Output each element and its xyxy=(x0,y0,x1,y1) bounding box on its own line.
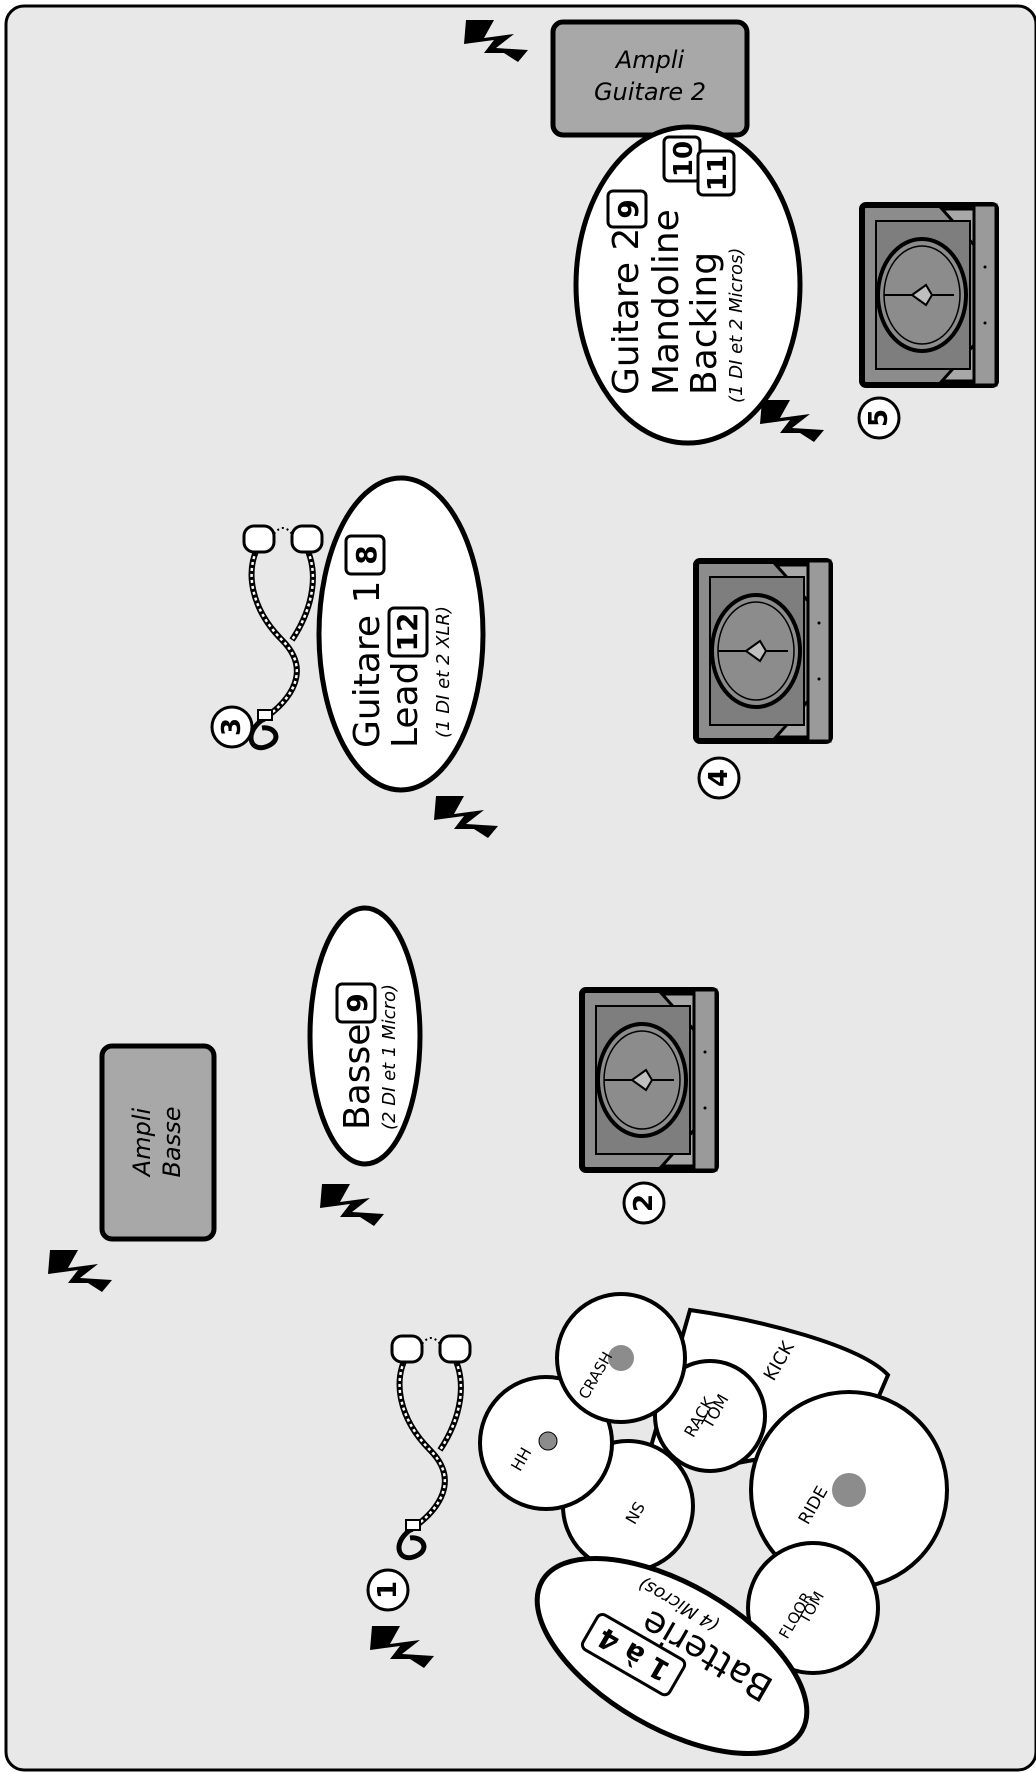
monitor-marker-1: 1 xyxy=(366,1568,410,1612)
guitar2-bubble-channel-2: 10 xyxy=(669,141,699,177)
hi-hat-cymbal: HH xyxy=(478,1375,614,1511)
svg-text:3: 3 xyxy=(217,718,247,736)
svg-text:1: 1 xyxy=(373,1581,403,1599)
monitor-marker-5: 5 xyxy=(857,396,901,440)
guitar2-bubble-note: (1 DI et 2 Micros) xyxy=(726,248,747,403)
wedge-monitor-icon-4 xyxy=(696,561,830,741)
wedge-monitor-icon-5 xyxy=(862,205,996,385)
svg-text:4: 4 xyxy=(704,769,734,787)
bass-bubble-note: (2 DI et 1 Micro) xyxy=(379,984,400,1130)
svg-text:2: 2 xyxy=(629,1194,659,1212)
guitar2-amp-label-2: Guitare 2 xyxy=(594,78,706,106)
bass-bubble-channel: 9 xyxy=(341,993,374,1012)
guitar2-amp-label-1: Ampli xyxy=(614,46,685,74)
guitar2-amp: Ampli Guitare 2 xyxy=(550,19,750,138)
bass-bubble-title: Basse xyxy=(337,1024,378,1130)
guitar1-bubble-title-1: Guitare 1 xyxy=(347,581,388,748)
drum-kit: KICK RACK TOM RIDE FLOOR TOM SN HH xyxy=(478,1292,949,1675)
monitor-marker-3: 3 xyxy=(210,705,254,749)
bass-amp-label-2: Basse xyxy=(158,1107,186,1178)
guitar2-bubble-title-3: Backing xyxy=(684,252,725,395)
guitar2-bubble: Guitare 2 9 Mandoline 10 Backing 11 (1 D… xyxy=(573,124,803,446)
guitar1-bubble-title-2: Lead xyxy=(385,662,426,748)
guitar2-bubble-title-2: Mandoline xyxy=(646,209,687,395)
guitar1-bubble-note: (1 DI et 2 XLR) xyxy=(433,606,454,738)
crash-cymbal: CRASH xyxy=(555,1292,687,1424)
wedge-monitor-icon-2 xyxy=(582,990,716,1170)
guitar1-bubble: Guitare 1 8 Lead 12 (1 DI et 2 XLR) xyxy=(316,475,486,793)
guitar1-bubble-channel-1: 8 xyxy=(350,545,383,564)
floor-tom: FLOOR TOM xyxy=(746,1541,880,1675)
guitar1-bubble-channel-2: 12 xyxy=(391,613,424,652)
ride-cymbal: RIDE xyxy=(749,1390,949,1590)
bass-amp-label-1: Ampli xyxy=(128,1107,156,1178)
guitar2-bubble-channel-3: 11 xyxy=(703,155,733,191)
monitor-marker-2: 2 xyxy=(622,1181,666,1225)
svg-text:5: 5 xyxy=(864,409,894,427)
rack-tom: RACK TOM xyxy=(653,1359,767,1473)
bass-amp: Ampli Basse xyxy=(99,1043,217,1242)
monitor-marker-4: 4 xyxy=(697,756,741,800)
guitar2-bubble-title-1: Guitare 2 xyxy=(606,228,647,395)
drums-bubble: 1 à 4 Batterie (4 Micros) xyxy=(534,1555,810,1757)
guitar2-bubble-channel-1: 9 xyxy=(612,199,645,218)
bass-bubble: Basse 9 (2 DI et 1 Micro) xyxy=(307,905,423,1167)
